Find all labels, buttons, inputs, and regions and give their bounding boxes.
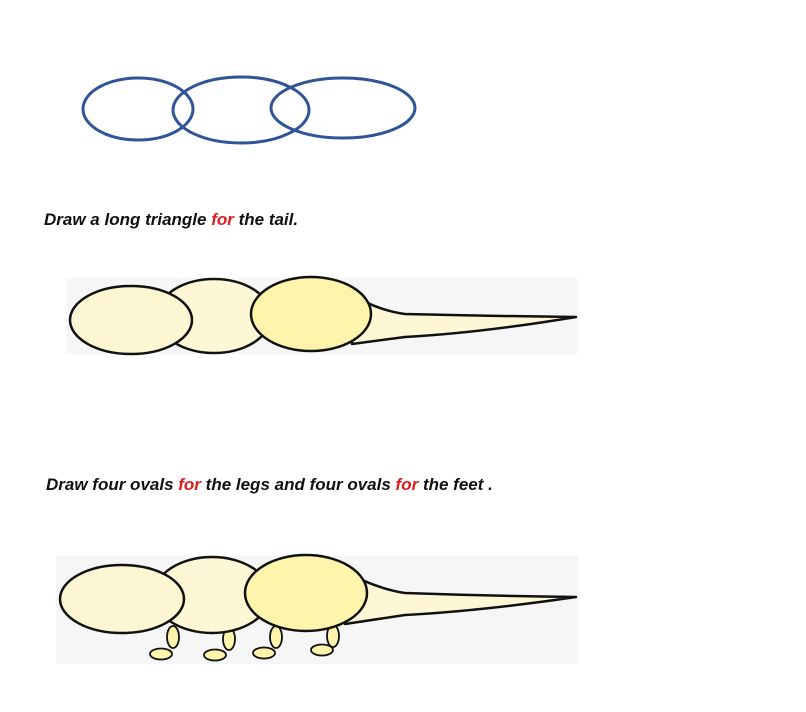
foot-oval-4: [310, 643, 334, 657]
foot-oval-3: [252, 646, 276, 660]
body-oval-rear-filled: [68, 284, 194, 356]
caption-highlight: for: [211, 210, 234, 229]
caption-text: the tail.: [233, 210, 299, 229]
foot-oval-2: [203, 648, 227, 662]
caption-tail-step: Draw a long triangle for the tail.: [44, 210, 298, 230]
caption-text: Draw a long triangle: [44, 210, 212, 229]
caption-text: the feet .: [418, 475, 493, 494]
body-oval-middle: [171, 75, 311, 145]
tail-triangle: [343, 570, 578, 626]
leg-oval-3: [269, 625, 283, 649]
tail-triangle: [350, 293, 578, 346]
step-legs-figure: [56, 553, 578, 664]
foot-oval-1: [149, 647, 173, 661]
body-oval-front-filled: [249, 275, 373, 353]
caption-highlight: for: [395, 475, 419, 494]
body-oval-rear: [81, 76, 195, 142]
caption-legs-step: Draw four ovals for the legs and four ov…: [46, 475, 493, 495]
caption-text: Draw four ovals: [46, 475, 179, 494]
body-oval-front-filled: [243, 553, 369, 633]
caption-highlight: for: [178, 475, 201, 494]
leg-oval-1: [166, 625, 180, 649]
body-oval-rear-filled: [58, 563, 186, 635]
caption-text: the legs and four ovals: [200, 475, 396, 494]
step-tail-figure: [66, 275, 578, 356]
body-oval-front: [269, 76, 417, 140]
